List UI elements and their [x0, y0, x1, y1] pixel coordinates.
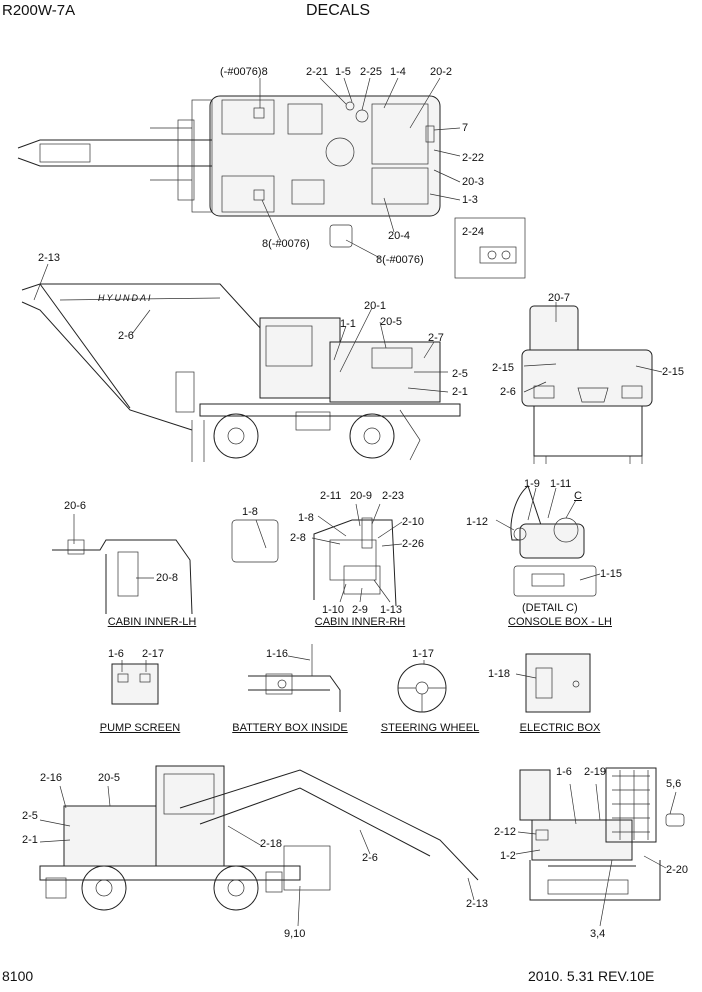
callout-label: 20-1 — [364, 300, 387, 312]
callout-label: 1-17 — [412, 648, 435, 660]
callout-label: 2-25 — [360, 66, 383, 78]
page-title: DECALS — [306, 2, 371, 19]
callout-label: 2-22 — [462, 152, 485, 164]
callout-label: 2-5 — [452, 368, 468, 380]
callout-label: 1-3 — [462, 194, 478, 206]
side-view-right-drawing — [39, 765, 479, 927]
callout-label: 20-8 — [156, 572, 179, 584]
boom-brand-lettering: HYUNDAI — [98, 293, 153, 303]
callout-label: 1-2 — [500, 850, 516, 862]
callout-label: 2-10 — [402, 516, 425, 528]
callout-label: 1-9 — [524, 478, 540, 490]
callout-label: 2-17 — [142, 648, 165, 660]
callout-label: 20-2 — [430, 66, 453, 78]
callout-label: 1-1 — [340, 318, 356, 330]
callout-label: 1-10 — [322, 604, 345, 616]
callout-label: 2-6 — [500, 386, 516, 398]
callout-label: 2-21 — [306, 66, 329, 78]
caption-electric-box: ELECTRIC BOX — [519, 722, 601, 734]
callout-label: 1-4 — [390, 66, 406, 78]
caption-battery-box-inside: BATTERY BOX INSIDE — [232, 722, 348, 734]
front-view-drawing — [515, 767, 685, 927]
callout-label: 2-20 — [666, 864, 689, 876]
callout-label: 9,10 — [284, 928, 306, 940]
caption-cabin-inner-lh: CABIN INNER-LH — [107, 616, 197, 628]
callout-label: 2-1 — [452, 386, 468, 398]
callout-label: 2-19 — [584, 766, 607, 778]
caption-pump-screen: PUMP SCREEN — [99, 722, 181, 734]
callout-label: 1-6 — [108, 648, 124, 660]
callout-label: (DETAIL C) — [522, 602, 578, 614]
callout-label: 2-8 — [290, 532, 306, 544]
cabin-inner-lh-drawing — [52, 514, 193, 615]
callout-label: 2-5 — [22, 810, 38, 822]
rear-view-drawing — [521, 302, 663, 464]
callout-label: 2-23 — [382, 490, 405, 502]
console-box-drawing — [495, 485, 601, 597]
date-revision: 2010. 5.31 REV.10E — [528, 968, 655, 984]
page-number: 8100 — [2, 968, 34, 984]
callout-label: 2-7 — [428, 332, 444, 344]
model-number: R200W-7A — [2, 2, 76, 19]
callout-label: 3,4 — [590, 928, 606, 940]
callout-label: 2-11 — [320, 490, 342, 502]
callout-label: 2-6 — [118, 330, 134, 342]
callout-label: 2-15 — [662, 366, 685, 378]
callout-label: 20-9 — [350, 490, 373, 502]
callout-label: 2-13 — [38, 252, 61, 264]
caption-steering-wheel: STEERING WHEEL — [380, 722, 480, 734]
callout-label: 5,6 — [666, 778, 682, 790]
side-view-left-drawing — [21, 263, 461, 462]
battery-box-drawing — [248, 644, 341, 712]
caption-cabin-inner-rh: CABIN INNER-RH — [314, 616, 406, 628]
callout-label: 1-6 — [556, 766, 572, 778]
callout-label: 20-4 — [388, 230, 411, 242]
callout-label: 1-12 — [466, 516, 489, 528]
callout-label: 1-16 — [266, 648, 289, 660]
steering-wheel-drawing — [397, 660, 447, 713]
callout-label: 1-11 — [550, 478, 572, 490]
top-view-drawing — [17, 77, 526, 279]
callout-label: C — [574, 490, 582, 502]
callout-label: 20-6 — [64, 500, 87, 512]
callout-label: 2-16 — [40, 772, 63, 784]
callout-label: 1-8 — [242, 506, 258, 518]
callout-label: 1-18 — [488, 668, 511, 680]
callout-label: 1-5 — [335, 66, 351, 78]
callout-label: 2-1 — [22, 834, 38, 846]
caption-console-box-lh: CONSOLE BOX - LH — [508, 616, 612, 628]
callout-label: 8(-#0076) — [262, 238, 310, 250]
callout-label: 1-15 — [600, 568, 623, 580]
callout-label: 20-7 — [548, 292, 571, 304]
callout-label: 2-9 — [352, 604, 368, 616]
callout-label: 1-13 — [380, 604, 403, 616]
callout-label: 2-24 — [462, 226, 485, 238]
callout-label: 20-5 — [98, 772, 121, 784]
callout-label: 20-5 — [380, 316, 403, 328]
callout-label: 2-6 — [362, 852, 378, 864]
callout-label: 2-15 — [492, 362, 515, 374]
cabin-inner-rh-drawing — [231, 503, 403, 607]
callout-label: (-#0076)8 — [220, 66, 268, 78]
callout-label: 20-3 — [462, 176, 485, 188]
callout-label: 2-12 — [494, 826, 517, 838]
callout-label: 2-26 — [402, 538, 425, 550]
callout-label: 2-18 — [260, 838, 283, 850]
pump-screen-drawing — [111, 660, 159, 705]
callout-label: 2-13 — [466, 898, 489, 910]
electric-box-drawing — [515, 653, 591, 713]
callout-label: 1-8 — [298, 512, 314, 524]
callout-label: 8(-#0076) — [376, 254, 424, 266]
callout-label: 7 — [462, 122, 469, 134]
